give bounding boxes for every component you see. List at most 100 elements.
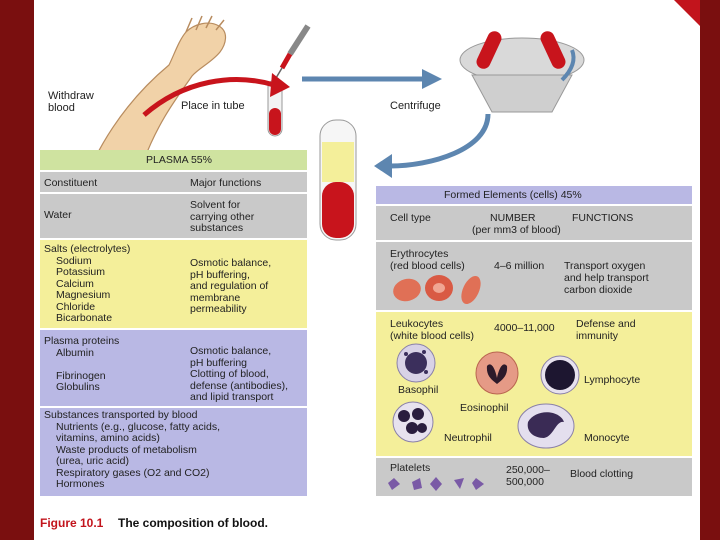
leukocytes-sub: (white blood cells) [390,330,475,342]
neutrophil-label: Neutrophil [444,432,492,444]
proteins-func-line: defense (antibodies), [190,379,289,392]
proteins-functions: Osmotic balance, pH buffering Clotting o… [190,345,289,404]
water-func-line: Solvent for [190,199,241,211]
lymphocyte-image [540,355,580,395]
proteins-func-line: and lipid transport [190,391,274,403]
figure-caption: The composition of blood. [118,516,268,530]
platelets-functions: Blood clotting [570,468,634,480]
platelets-number: 250,000– 500,000 [506,464,550,488]
proteins-line: Globulins [56,381,100,393]
substances-line: Hormones [56,478,105,490]
monocyte-label: Monocyte [584,432,630,444]
neutrophil-image [392,401,434,443]
plasma-row-water [40,194,307,238]
col-constituent: Constituent [44,177,98,189]
formed-row-erythrocytes [376,242,692,310]
formed-row-platelets [376,458,692,496]
erythro-func-line: Transport oxygen [564,260,646,272]
basophil-label: Basophil [398,384,439,396]
leuko-func-line: immunity [576,330,619,342]
large-tube-icon [319,119,357,241]
formed-colhead-band [376,206,692,240]
proteins-func-line: pH buffering [190,356,248,369]
erythrocytes-number: 4–6 million [494,260,545,272]
leukocytes-number: 4000–11,000 [494,322,555,334]
col-major-functions: Major functions [190,177,262,189]
water-functions: Solvent for carrying other substances [190,199,255,235]
leukocytes-name: Leukocytes [390,318,444,330]
plasma-row-salts [40,240,307,328]
substances-line: Nutrients (e.g., glucose, fatty acids, [56,420,220,433]
basophil-image [396,343,436,383]
corner-accent [674,0,700,26]
substances-line: vitamins, amino acids) [56,432,160,444]
erythrocytes-name: Erythrocytes [390,248,449,260]
proteins-line: Fibrinogen [56,369,106,382]
proteins-line [44,359,119,371]
lymphocyte-label: Lymphocyte [584,374,641,386]
plasma-row-proteins [40,330,307,406]
salts-line: Chloride [56,300,96,313]
erythrocytes-functions: Transport oxygen and help transport carb… [564,260,649,296]
platelets-name: Platelets [390,462,431,474]
centrifuge-label: Centrifuge [390,100,441,112]
platelets-number-line: 500,000 [506,476,544,488]
slide: Withdraw blood Place in tube Centrifuge … [34,0,700,540]
salts-func-line: and regulation of [190,280,269,292]
col-cell-type: Cell type [390,212,431,224]
salts-line: Potassium [56,266,106,278]
col-functions: FUNCTIONS [572,212,634,224]
leukocytes-functions: Defense and immunity [576,318,636,342]
salts-functions: Osmotic balance, pH buffering, and regul… [190,257,272,316]
platelets-image [388,477,484,491]
salts-line: Salts (electrolytes) [44,243,131,255]
syringe-icon [275,24,311,79]
water-constituent: Water [44,209,72,221]
salts-line: Bicarbonate [56,312,113,324]
salts-constituent: Salts (electrolytes) Sodium Potassium Ca… [44,243,131,325]
col-number: NUMBER [490,212,536,224]
centrifuge-icon [459,31,585,113]
erythro-func-line: and help transport [564,272,649,284]
formed-header: Formed Elements (cells) 45% [444,189,582,201]
salts-line: Calcium [56,277,94,290]
eosinophil-image [475,351,519,395]
eosinophil-label: Eosinophil [460,402,509,414]
figure-number: Figure 10.1 [40,516,104,530]
blue-arrow-left-icon [374,113,491,178]
plasma-header-band [40,150,307,170]
plasma-colhead-band [40,172,307,192]
plasma-row-substances [40,408,307,496]
salts-line: Sodium [56,254,92,267]
monocyte-image [517,403,575,449]
plasma-header: PLASMA 55% [146,154,212,166]
blue-arrow-right-icon [302,69,442,89]
substances-line: Respiratory gases (O2 and CO2) [56,466,210,479]
formed-header-band [376,186,692,204]
withdraw-label: Withdraw blood [48,90,94,114]
salts-func-line: Osmotic balance, [190,257,272,269]
proteins-func-line: Clotting of blood, [190,368,269,380]
red-arrow-icon [142,73,290,117]
proteins-func-line: Osmotic balance, [190,345,272,357]
leuko-func-line: Defense and [576,318,636,330]
substances-constituent: Substances transported by blood Nutrient… [44,409,220,491]
salts-line: Magnesium [56,289,111,301]
proteins-line: Albumin [56,346,94,359]
salts-func-line: permeability [190,303,247,315]
salts-func-line: membrane [190,291,241,304]
substances-line: Waste products of metabolism [56,443,197,456]
proteins-constituent: Plasma proteins Albumin Fibrinogen Globu… [44,335,120,394]
water-func-line: substances [190,222,244,234]
col-number-sub: (per mm3 of blood) [472,224,561,236]
erythrocytes-sub: (red blood cells) [390,260,465,272]
substances-line: Substances transported by blood [44,409,198,421]
salts-func-line: pH buffering, [190,268,250,281]
erythro-func-line: carbon dioxide [564,284,633,296]
water-func-line: carrying other [190,210,255,223]
place-label: Place in tube [181,100,245,112]
platelets-number-line: 250,000– [506,464,550,476]
proteins-line: Plasma proteins [44,335,120,347]
substances-line: (urea, uric acid) [56,455,129,467]
red-blood-cells-image [393,275,481,305]
